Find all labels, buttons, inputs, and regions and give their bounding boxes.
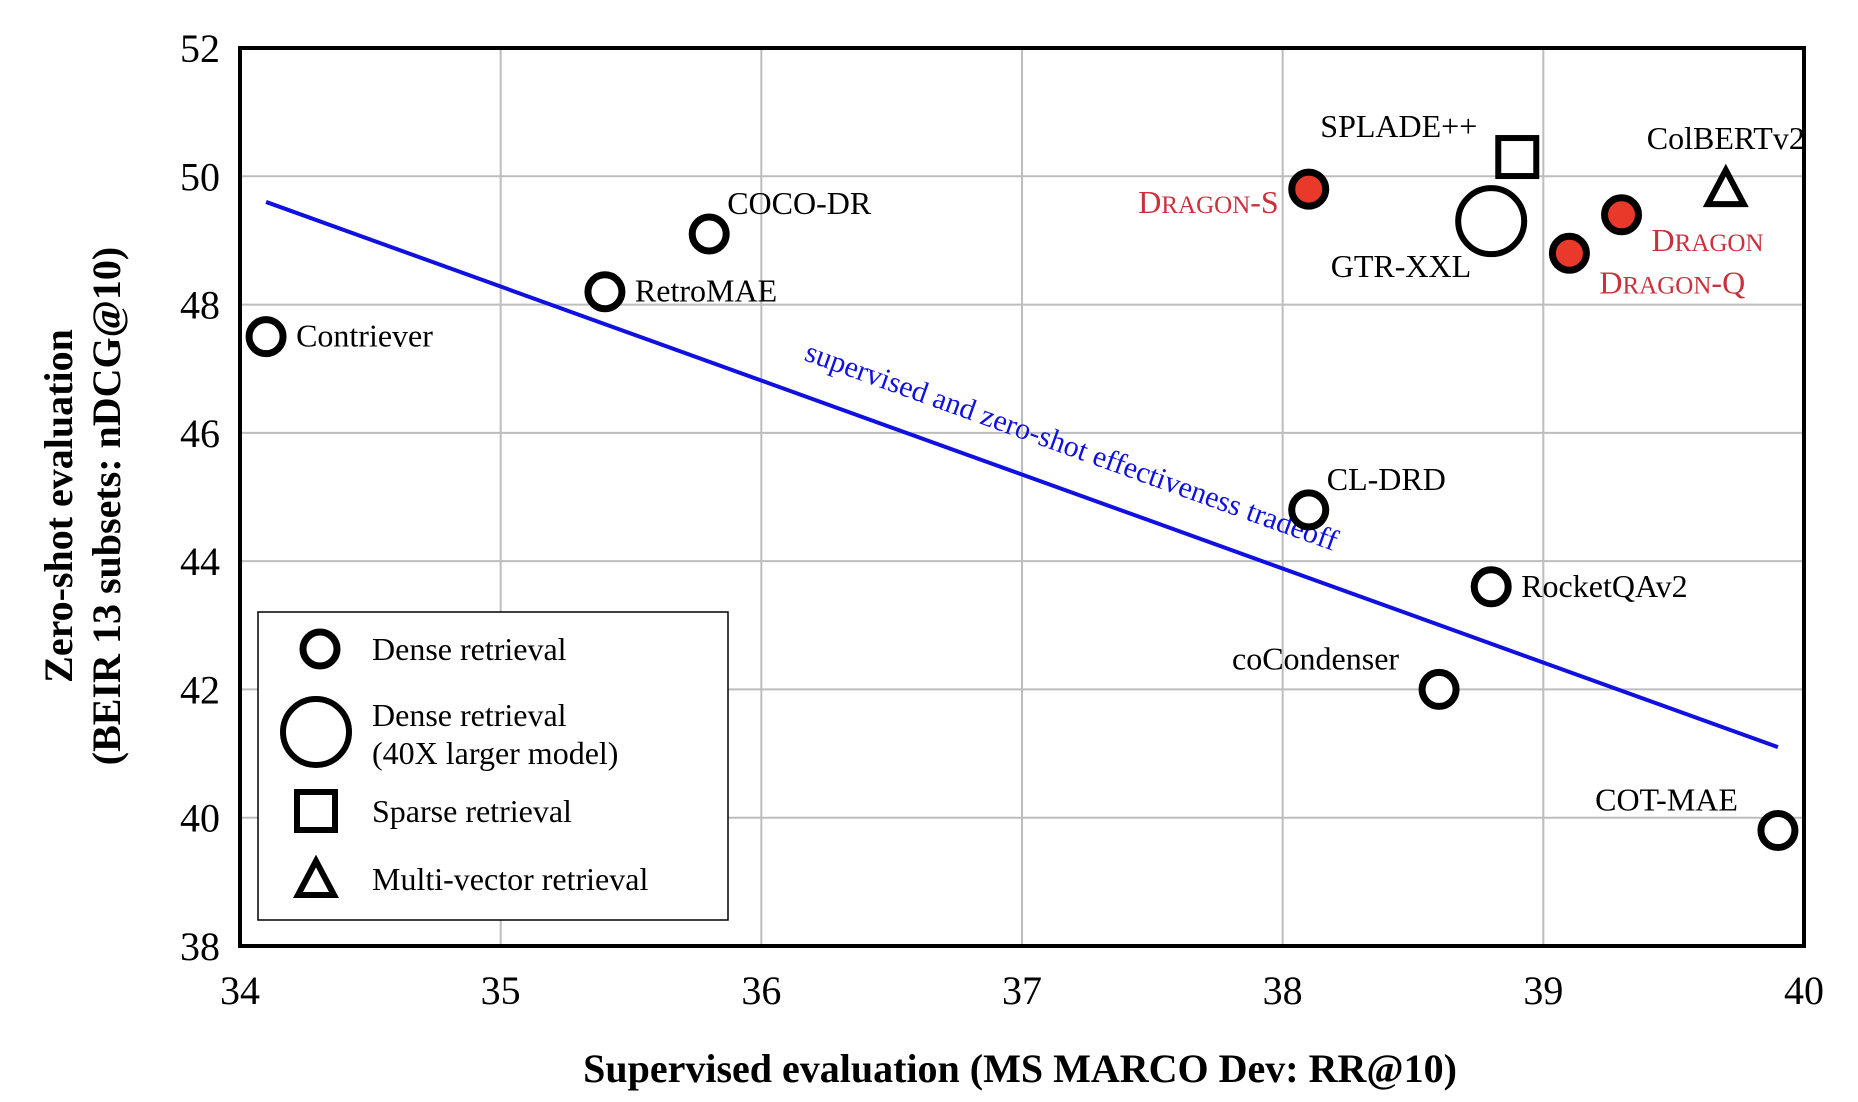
label-smallcaps: RAGON bbox=[1675, 230, 1764, 257]
y-tick-label: 46 bbox=[180, 411, 220, 456]
points bbox=[245, 135, 1799, 852]
x-tick-label: 36 bbox=[741, 968, 781, 1013]
label-smallcaps: RAGON bbox=[1623, 272, 1712, 299]
point-marker-square bbox=[1495, 135, 1540, 180]
point-marker-circle bbox=[1288, 489, 1330, 531]
point-label: Contriever bbox=[296, 318, 433, 354]
y-tick-label: 42 bbox=[180, 667, 220, 712]
point-label: DRAGON-Q bbox=[1599, 264, 1745, 300]
label-initial: D bbox=[1652, 222, 1675, 258]
y-tick-label: 44 bbox=[180, 539, 220, 584]
point-label: COT-MAE bbox=[1595, 782, 1738, 818]
y-tick-label: 48 bbox=[180, 283, 220, 328]
point-label: GTR-XXL bbox=[1331, 248, 1471, 284]
point-marker-circle bbox=[1601, 194, 1643, 236]
point-marker-square bbox=[294, 789, 338, 833]
label-suffix: -Q bbox=[1711, 264, 1745, 300]
point-marker-large-circle bbox=[1455, 185, 1528, 258]
point-marker-circle bbox=[1548, 232, 1590, 274]
legend-label: Dense retrieval bbox=[372, 697, 567, 733]
x-axis-title: Supervised evaluation (MS MARCO Dev: RR@… bbox=[583, 1046, 1457, 1091]
label-suffix: -S bbox=[1250, 184, 1278, 220]
y-tick-label: 38 bbox=[180, 924, 220, 969]
x-tick-label: 39 bbox=[1523, 968, 1563, 1013]
y-axis-title-line1: Zero-shot evaluation bbox=[36, 329, 81, 683]
x-tick-label: 37 bbox=[1002, 968, 1042, 1013]
point-label: COCO-DR bbox=[727, 185, 872, 221]
point-label: RocketQAv2 bbox=[1521, 568, 1687, 604]
point-label: DRAGON-S bbox=[1138, 184, 1278, 220]
trendline-label: supervised and zero-shot effectiveness t… bbox=[801, 335, 1342, 557]
plot-frame bbox=[238, 46, 1806, 948]
legend-box bbox=[257, 611, 729, 921]
point-marker-large-circle bbox=[280, 696, 352, 768]
point-label: ColBERTv2 bbox=[1647, 120, 1805, 156]
y-tick-label: 52 bbox=[180, 26, 220, 71]
legend-label-line2: (40X larger model) bbox=[372, 735, 618, 771]
point-marker-circle bbox=[1288, 168, 1330, 210]
point-marker-circle bbox=[1470, 566, 1512, 608]
point-label: SPLADE++ bbox=[1320, 108, 1477, 144]
x-tick-label: 35 bbox=[481, 968, 521, 1013]
point-marker-circle bbox=[688, 213, 730, 255]
point-labels: Contriever RetroMAE COCO-DR CL-DRD RocketQAv… bbox=[296, 108, 1805, 818]
axes: 34 35 36 37 38 39 40 38 40 42 44 46 48 50 52 bbox=[180, 26, 1824, 1013]
label-smallcaps: RAGON bbox=[1161, 192, 1250, 219]
legend-label: Dense retrieval bbox=[372, 631, 567, 667]
label-initial: D bbox=[1138, 184, 1161, 220]
x-tick-label: 40 bbox=[1784, 968, 1824, 1013]
label-initial: D bbox=[1599, 264, 1622, 300]
point-marker-triangle bbox=[293, 854, 339, 898]
x-tick-label: 34 bbox=[220, 968, 260, 1013]
point-marker-circle bbox=[584, 271, 626, 313]
point-marker-circle bbox=[1418, 668, 1460, 710]
point-label: CL-DRD bbox=[1327, 461, 1446, 497]
point-label: RetroMAE bbox=[635, 273, 777, 309]
point-label: coCondenser bbox=[1232, 640, 1399, 676]
point-marker-circle bbox=[299, 628, 341, 670]
trendline bbox=[265, 200, 1779, 750]
point-marker-triangle bbox=[1702, 163, 1749, 208]
legend-label: Multi-vector retrieval bbox=[372, 861, 648, 897]
point-marker-circle bbox=[245, 316, 287, 358]
point-marker-circle bbox=[1757, 810, 1799, 852]
y-tick-label: 50 bbox=[180, 154, 220, 199]
y-axis-title-line2: (BEIR 13 subsets: nDCG@10) bbox=[84, 247, 129, 765]
y-tick-label: 40 bbox=[180, 796, 220, 841]
legend-label: Sparse retrieval bbox=[372, 793, 572, 829]
x-tick-label: 38 bbox=[1263, 968, 1303, 1013]
point-label: DRAGON bbox=[1652, 222, 1764, 258]
